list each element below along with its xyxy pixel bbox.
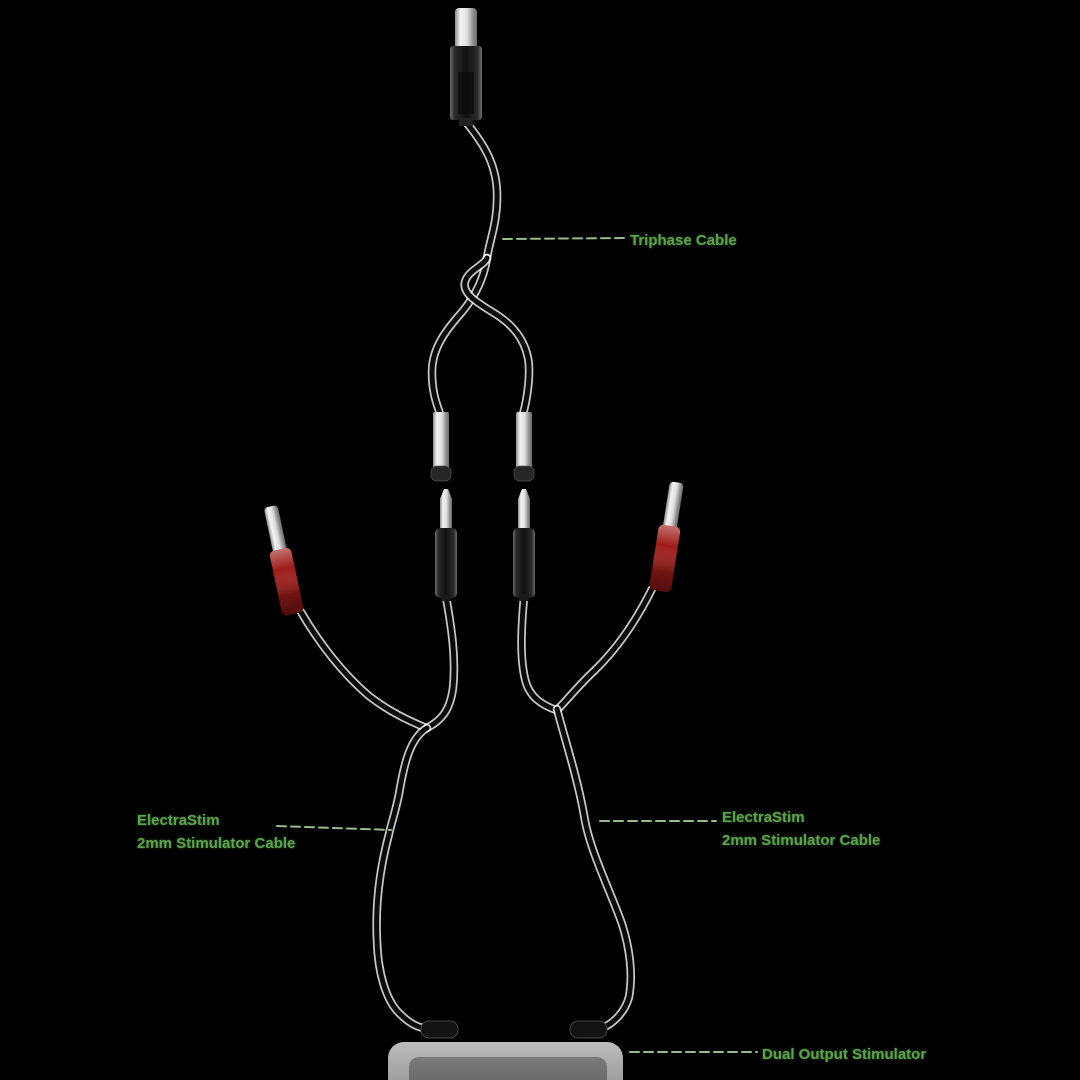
left-stimulator-cable	[372, 723, 432, 1033]
right-cable-brand-label: ElectraStim	[722, 809, 805, 826]
left-cable-product-label: 2mm Stimulator Cable	[137, 835, 296, 852]
leader-line-left-cable	[276, 825, 392, 831]
pin-connector-right	[513, 489, 535, 601]
pin-connector-left	[435, 489, 457, 601]
callout-left-stimulator-cable: ElectraStim 2mm Stimulator Cable	[137, 809, 295, 855]
red-connector-right	[649, 481, 684, 592]
jack-plug-neck	[459, 118, 473, 126]
stimulator-device	[388, 1039, 623, 1080]
right-stimulator-cable	[552, 704, 635, 1033]
device-label: Dual Output Stimulator	[762, 1046, 927, 1063]
stimulator-panel	[409, 1057, 607, 1080]
callout-right-stimulator-cable: ElectraStim 2mm Stimulator Cable	[722, 806, 880, 852]
right-red-branch-cable	[553, 584, 657, 714]
left-cable-brand-label: ElectraStim	[137, 812, 220, 829]
triphase-cable-main	[461, 117, 502, 263]
triphase-socket-left	[430, 412, 452, 482]
left-pin-branch-cable	[422, 592, 459, 733]
right-pin-branch-cable	[517, 592, 561, 715]
stimulator-plug-right	[569, 1020, 608, 1039]
triphase-socket-right	[513, 412, 535, 482]
red-connector-left	[264, 505, 304, 616]
stimulator-plug-left	[420, 1020, 459, 1039]
triphase-branch-right	[460, 253, 534, 419]
leader-line-triphase	[502, 237, 627, 240]
jack-plug-band	[458, 72, 474, 114]
jack-plug-top	[450, 8, 482, 126]
callout-triphase-cable: Triphase Cable	[630, 229, 737, 252]
callout-dual-output-stimulator: Dual Output Stimulator	[762, 1043, 926, 1066]
jack-plug-tip	[455, 8, 477, 52]
right-cable-product-label: 2mm Stimulator Cable	[722, 832, 881, 849]
triphase-cable-label: Triphase Cable	[630, 232, 737, 249]
left-red-branch-cable	[296, 607, 431, 733]
triphase-branch-left	[427, 253, 492, 419]
